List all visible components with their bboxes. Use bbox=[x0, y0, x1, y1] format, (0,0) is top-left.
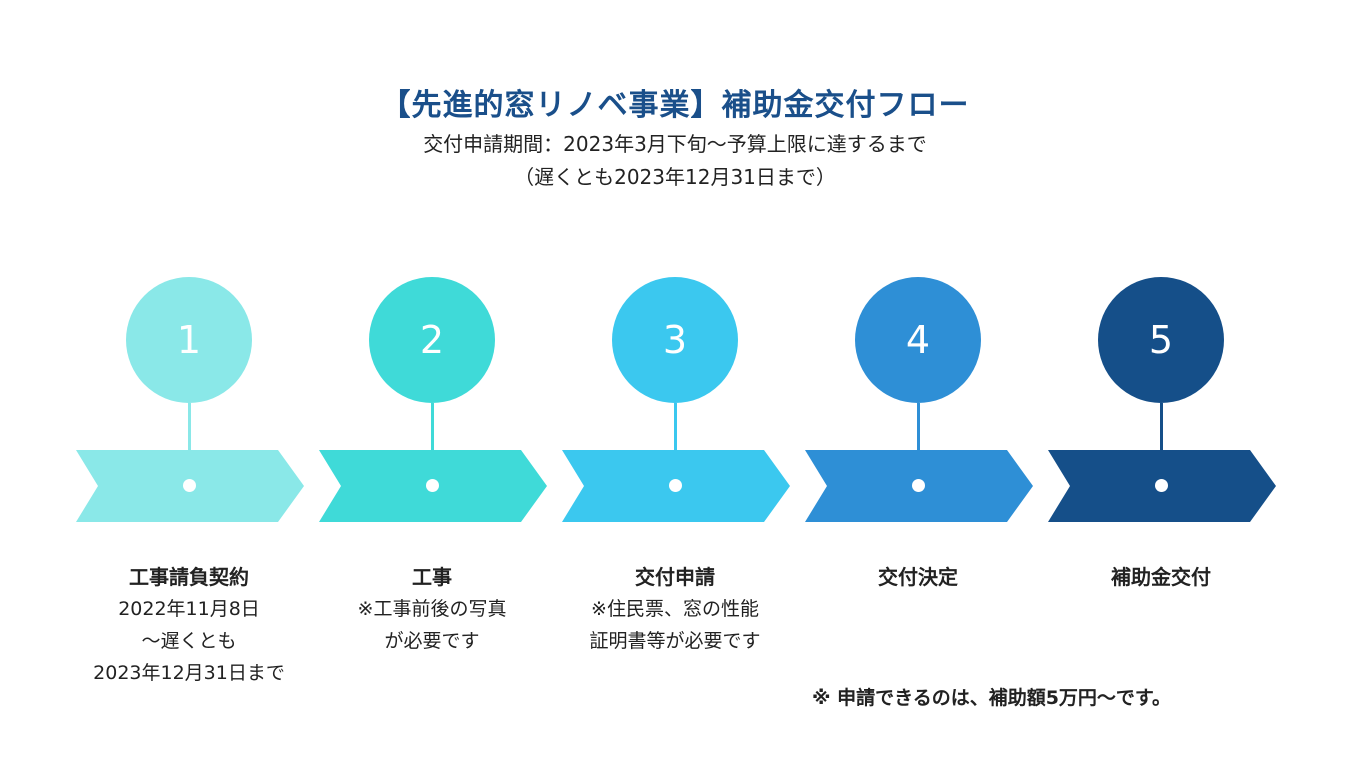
flow-step-4: 4 交付決定 bbox=[788, 0, 1048, 759]
deadline-text: （遅くとも2023年12月31日まで） bbox=[514, 165, 836, 189]
page-title: 【先進的窓リノベ事業】補助金交付フロー bbox=[380, 88, 970, 123]
flow-step-3: 3 交付申請 ※住民票、窓の性能証明書等が必要です bbox=[545, 0, 805, 759]
step-marker-dot bbox=[1154, 479, 1168, 492]
step-label: 補助金交付 bbox=[1111, 565, 1211, 589]
step-description: ※工事前後の写真が必要です bbox=[302, 593, 562, 657]
step-description: ※住民票、窓の性能証明書等が必要です bbox=[545, 593, 805, 657]
step-label: 工事 bbox=[412, 565, 452, 589]
step-label: 工事請負契約 bbox=[129, 565, 249, 589]
step-description-line: が必要です bbox=[384, 630, 480, 652]
step-connector-line bbox=[916, 403, 920, 453]
flow-step-5: 5 補助金交付 bbox=[1031, 0, 1291, 759]
step-connector-line bbox=[430, 403, 434, 453]
step-marker-dot bbox=[425, 479, 439, 492]
step-description-line: 2023年12月31日まで bbox=[93, 662, 285, 684]
flow-step-1: 1 工事請負契約 2022年11月8日 ～遅くとも 2023年12月31日まで bbox=[59, 0, 319, 759]
step-number-circle: 1 bbox=[126, 277, 252, 403]
step-description-line: ※工事前後の写真 bbox=[357, 598, 507, 620]
step-connector-line bbox=[673, 403, 677, 453]
step-description: 2022年11月8日 ～遅くとも 2023年12月31日まで bbox=[59, 593, 319, 689]
step-number-circle: 4 bbox=[855, 277, 981, 403]
step-description-line: 2022年11月8日 bbox=[118, 598, 260, 620]
step-number-circle: 2 bbox=[369, 277, 495, 403]
step-connector-line bbox=[1159, 403, 1163, 453]
step-label: 交付申請 bbox=[635, 565, 715, 589]
step-description-line: ※住民票、窓の性能 bbox=[591, 598, 759, 620]
step-marker-dot bbox=[668, 479, 682, 492]
step-marker-dot bbox=[911, 479, 925, 492]
step-description-line: 証明書等が必要です bbox=[589, 630, 761, 652]
flow-step-2: 2 工事 ※工事前後の写真が必要です bbox=[302, 0, 562, 759]
step-connector-line bbox=[187, 403, 191, 453]
period-text: 交付申請期間：2023年3月下旬～予算上限に達するまで bbox=[423, 132, 927, 156]
footnote: ※ 申請できるのは、補助額5万円～です。 bbox=[812, 687, 1172, 709]
step-number-circle: 3 bbox=[612, 277, 738, 403]
step-label: 交付決定 bbox=[878, 565, 958, 589]
step-description-line: ～遅くとも bbox=[141, 630, 237, 652]
step-marker-dot bbox=[182, 479, 196, 492]
step-number-circle: 5 bbox=[1098, 277, 1224, 403]
